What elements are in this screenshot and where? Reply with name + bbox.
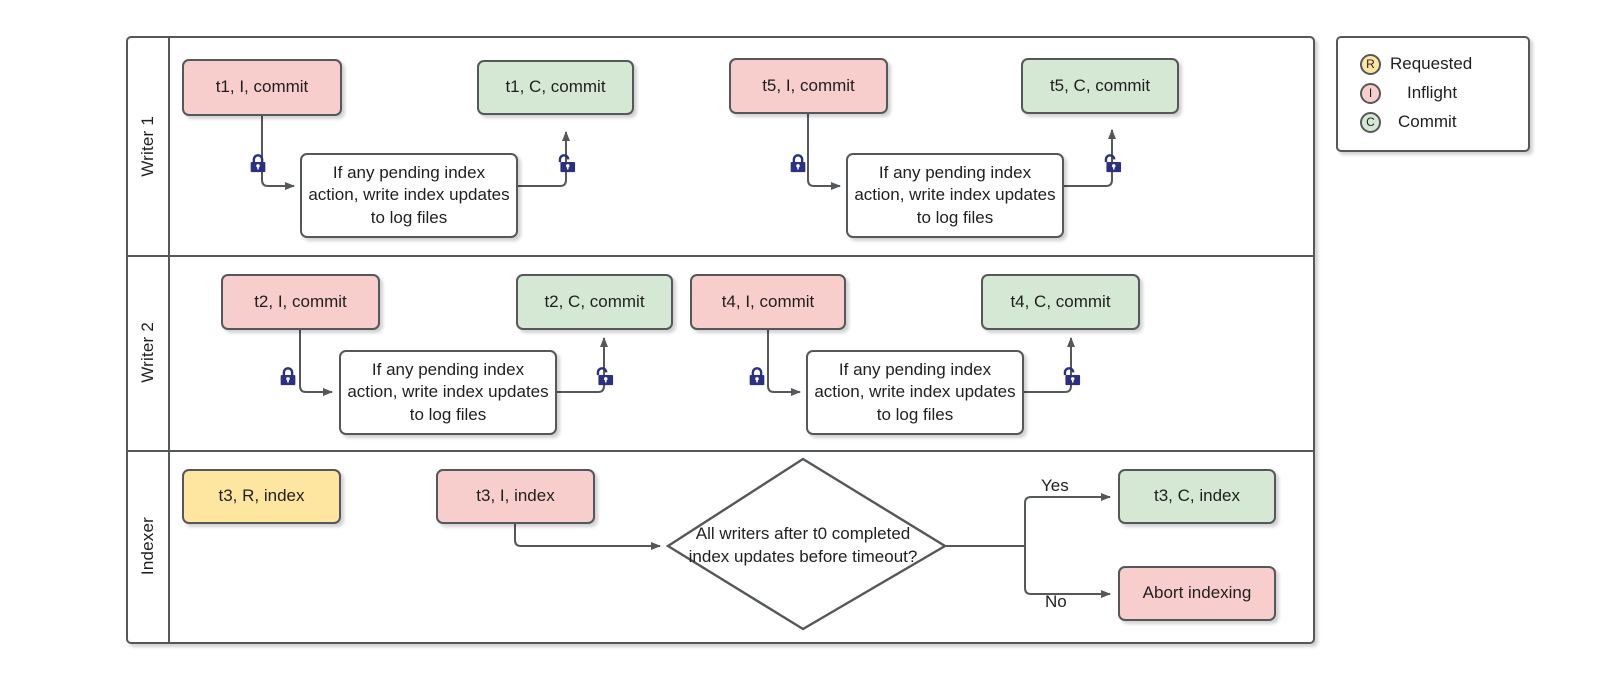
lane-header-writer-1: Writer 1: [128, 38, 170, 255]
node-t1-inflight-commit[interactable]: t1, I, commit: [182, 59, 342, 116]
edge-label-yes: Yes: [1041, 476, 1069, 495]
legend-label-inflight: Inflight: [1407, 83, 1458, 102]
lock-open-icon: [558, 154, 576, 173]
lane-label-indexer: Indexer: [138, 516, 157, 576]
legend-badge-inflight-icon: I: [1360, 82, 1381, 104]
node-writer2-index-action-1[interactable]: If any pending index action, write index…: [339, 350, 557, 435]
lane-header-writer-2: Writer 2: [128, 255, 170, 450]
node-t2-inflight-commit[interactable]: t2, I, commit: [221, 274, 380, 330]
node-writer2-index-action-2[interactable]: If any pending index action, write index…: [806, 350, 1024, 435]
edge-label-no: No: [1045, 592, 1067, 611]
legend-item-requested: R Requested: [1360, 51, 1528, 77]
node-t3-inflight-index[interactable]: t3, I, index: [436, 469, 595, 524]
legend-badge-commit-icon: C: [1360, 111, 1381, 133]
lock-closed-icon: [790, 154, 806, 173]
node-t4-inflight-commit[interactable]: t4, I, commit: [690, 274, 846, 330]
lock-closed-icon: [250, 154, 266, 173]
node-writer1-index-action-2[interactable]: If any pending index action, write index…: [846, 153, 1064, 238]
lane-header-indexer: Indexer: [128, 450, 170, 642]
node-t4-commit-commit[interactable]: t4, C, commit: [981, 274, 1140, 330]
legend-label-requested: Requested: [1390, 54, 1473, 73]
lock-open-icon: [1063, 367, 1081, 386]
lane-label-writer-2: Writer 2: [138, 322, 157, 383]
node-abort-indexing[interactable]: Abort indexing: [1118, 566, 1276, 621]
node-t3-commit-index[interactable]: t3, C, index: [1118, 469, 1276, 524]
lock-closed-icon: [749, 367, 765, 386]
legend-panel: R Requested I Inflight C Commit: [1336, 36, 1530, 152]
lane-label-writer-1: Writer 1: [138, 116, 157, 177]
node-t3-requested-index[interactable]: t3, R, index: [182, 469, 341, 524]
lock-open-icon: [596, 367, 614, 386]
decision-label: All writers after t0 completed index upd…: [688, 524, 918, 566]
legend-item-inflight: I Inflight: [1360, 80, 1528, 106]
node-t5-inflight-commit[interactable]: t5, I, commit: [729, 58, 888, 114]
lock-open-icon: [1104, 154, 1122, 173]
legend-badge-requested-icon: R: [1360, 53, 1381, 75]
node-writer1-index-action-1[interactable]: If any pending index action, write index…: [300, 153, 518, 238]
lane-divider-1: [128, 255, 1313, 257]
legend-label-commit: Commit: [1398, 112, 1457, 131]
node-t1-commit-commit[interactable]: t1, C, commit: [477, 60, 634, 115]
lane-divider-2: [128, 450, 1313, 452]
node-t5-commit-commit[interactable]: t5, C, commit: [1021, 58, 1179, 114]
legend-item-commit: C Commit: [1360, 109, 1528, 135]
node-t2-commit-commit[interactable]: t2, C, commit: [516, 274, 673, 330]
decision-all-writers-completed[interactable]: All writers after t0 completed index upd…: [680, 495, 926, 597]
lock-closed-icon: [280, 367, 296, 386]
